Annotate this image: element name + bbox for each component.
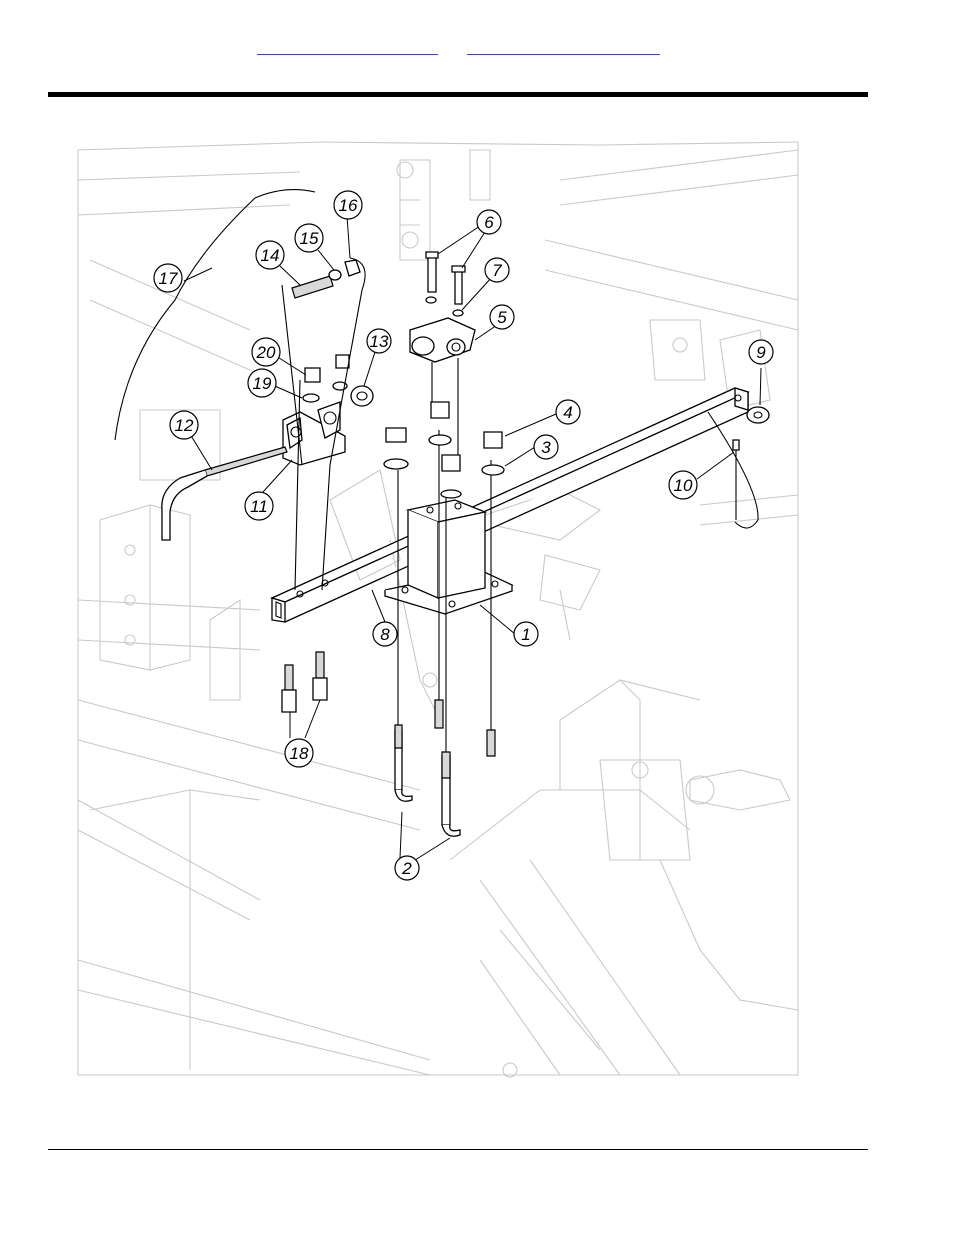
callout-6: 6 [477,210,501,234]
svg-text:20: 20 [256,343,276,362]
mount-assembly [115,190,769,837]
svg-text:19: 19 [253,374,272,393]
callout-2: 2 [395,856,419,880]
callout-18: 18 [285,739,313,767]
svg-text:4: 4 [563,403,572,422]
svg-text:9: 9 [756,343,766,362]
svg-text:5: 5 [497,308,507,327]
callout-19: 19 [248,369,276,397]
svg-text:10: 10 [674,476,693,495]
callout-11: 11 [245,492,273,520]
callout-9: 9 [749,340,773,364]
callout-16: 16 [334,191,362,219]
callout-3: 3 [534,435,558,459]
svg-text:3: 3 [541,438,551,457]
svg-text:6: 6 [484,213,494,232]
svg-text:1: 1 [521,625,530,644]
svg-text:17: 17 [159,269,178,288]
callout-15: 15 [295,224,323,252]
footer-rule [48,1149,868,1150]
svg-text:11: 11 [250,497,268,516]
callout-13: 13 [367,329,391,353]
callout-5: 5 [490,305,514,329]
svg-text:15: 15 [300,229,319,248]
svg-text:18: 18 [290,744,309,763]
callout-14: 14 [256,241,284,269]
svg-text:16: 16 [339,196,358,215]
svg-text:14: 14 [261,246,280,265]
callout-12: 12 [170,411,198,439]
callout-8: 8 [373,622,397,646]
svg-text:12: 12 [175,416,194,435]
callout-20: 20 [252,338,280,366]
svg-text:7: 7 [492,261,502,280]
callout-17: 17 [154,264,182,292]
svg-text:13: 13 [370,332,389,351]
callout-10: 10 [669,471,697,499]
callout-4: 4 [556,400,580,424]
callout-1: 1 [514,622,538,646]
svg-text:8: 8 [380,625,390,644]
callout-7: 7 [485,258,509,282]
svg-text:2: 2 [401,859,412,878]
